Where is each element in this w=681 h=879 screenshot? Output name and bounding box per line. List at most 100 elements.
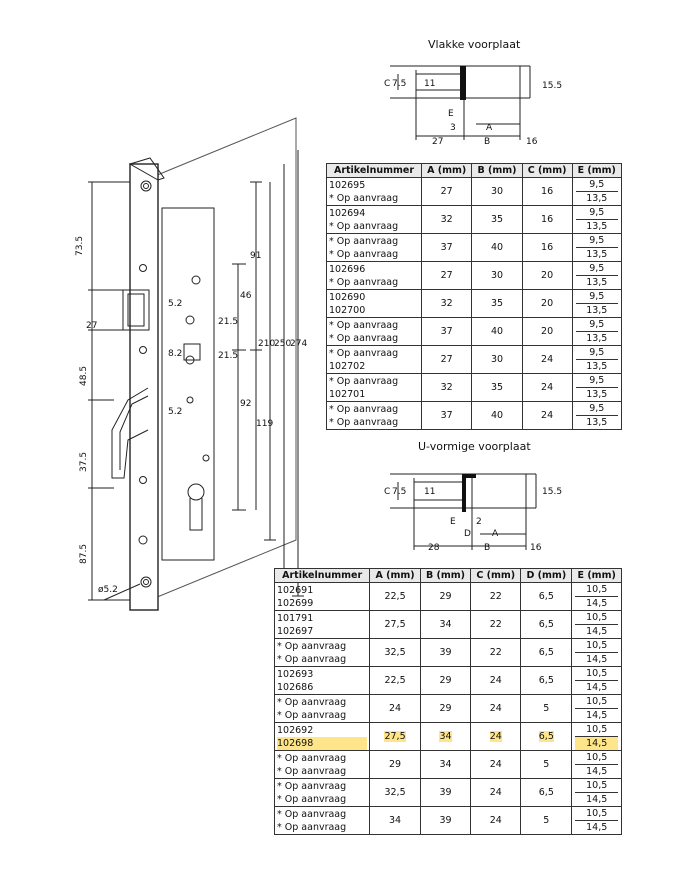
article-number: * Op aanvraag [277,752,347,764]
dim-92: 92 [240,399,251,409]
dim-a-cell: 27 [421,261,473,290]
dim-b-value: 39 [439,815,452,826]
dim-b-value: 40 [490,242,504,253]
dim-b-value: 40 [490,326,504,337]
dim-a-cell: 32 [421,205,473,234]
dim-a-cell: 27 [421,177,473,206]
article-number-cell: * Op aanvraag* Op aanvraag [325,317,423,346]
dim-e-value: 14,5 [575,624,618,638]
dim-46: 46 [240,291,252,301]
article-number: * Op aanvraag [277,640,347,652]
dim-a-value: 32,5 [384,787,406,798]
dim-b-value: 29 [439,675,452,686]
dim-b-cell: 40 [471,401,523,430]
dim-a-cell: 37 [421,317,473,346]
article-number: 101791 [277,612,314,624]
dim-c-cell: 24 [470,750,522,779]
article-number: 102695 [329,179,366,191]
dim-e-value: 10,5 [586,612,608,623]
article-number: * Op aanvraag [277,653,347,665]
dim-b-cell: 30 [471,261,523,290]
dim-e-value: 10,5 [586,752,608,763]
dim-c-cell: 24 [521,345,573,374]
ushape-28: 28 [428,543,440,553]
article-number-cell: * Op aanvraag* Op aanvraag [273,806,371,835]
dim-a-cell: 24 [369,694,421,723]
dim-210: 210 [258,339,275,349]
dim-e-value: 9,5 [589,291,605,302]
flat-c-label: C [384,79,390,89]
dim-b-value: 34 [439,731,452,742]
dim-b-value: 35 [490,214,504,225]
flat-a-label: A [486,123,493,133]
flat-15-5: 15.5 [542,81,562,91]
dim-c-cell: 16 [521,205,573,234]
article-number: * Op aanvraag [329,248,399,260]
article-number: 102700 [329,304,366,316]
ushape-header-cell: B (mm) [419,568,472,583]
article-number: * Op aanvraag [277,696,347,708]
dim-48-5: 48.5 [79,366,89,386]
ushape-header-cell: A (mm) [369,568,421,583]
dim-mid-4: 21.5 [218,351,238,361]
dim-b-value: 40 [490,410,504,421]
flat-16: 16 [526,137,538,147]
ushape-15-5: 15.5 [542,487,562,497]
dim-mid-3: 8.2 [168,349,182,359]
dim-87-5: 87.5 [79,544,89,564]
article-number: * Op aanvraag [329,403,399,415]
dim-c-value: 24 [489,675,502,686]
dim-91: 91 [250,251,261,261]
ushape-header-cell: E (mm) [571,568,622,583]
article-number: * Op aanvraag [329,220,399,232]
article-number-cell: 102695* Op aanvraag [325,177,423,206]
dim-c-value: 16 [541,242,554,253]
dim-c-cell: 24 [521,401,573,430]
ushape-a-label: A [492,529,499,539]
dim-e-value: 9,5 [589,179,605,190]
dim-a-cell: 34 [369,806,421,835]
dim-a-value: 27 [440,270,453,281]
article-number-cell: 102694* Op aanvraag [325,205,423,234]
dim-b-value: 39 [439,787,452,798]
dim-e-value: 14,5 [575,736,618,750]
dim-d-value: 6,5 [538,731,554,742]
dim-d-value: 6,5 [538,647,554,658]
dim-e-value: 10,5 [586,808,608,819]
dim-a-value: 37 [440,326,453,337]
dim-e-value: 14,5 [575,680,618,694]
dim-c-cell: 24 [521,373,573,402]
dim-mid-2: 21.5 [218,317,238,327]
article-number: * Op aanvraag [329,416,399,428]
dim-e-value: 14,5 [575,596,618,610]
dim-b-cell: 34 [419,750,472,779]
dim-d-cell: 5 [520,806,573,835]
article-number: * Op aanvraag [277,808,347,820]
ushape-header-cell: D (mm) [520,568,573,583]
dim-a-value: 34 [389,815,402,826]
dim-a-value: 27,5 [384,731,406,742]
flat-27: 27 [432,137,443,147]
dim-250: 250 [274,339,291,349]
dim-b-value: 34 [439,759,452,770]
dim-a-cell: 27,5 [369,722,421,751]
dim-a-cell: 27 [421,345,473,374]
article-number: * Op aanvraag [329,375,399,387]
dim-d-cell: 6,5 [520,638,573,667]
